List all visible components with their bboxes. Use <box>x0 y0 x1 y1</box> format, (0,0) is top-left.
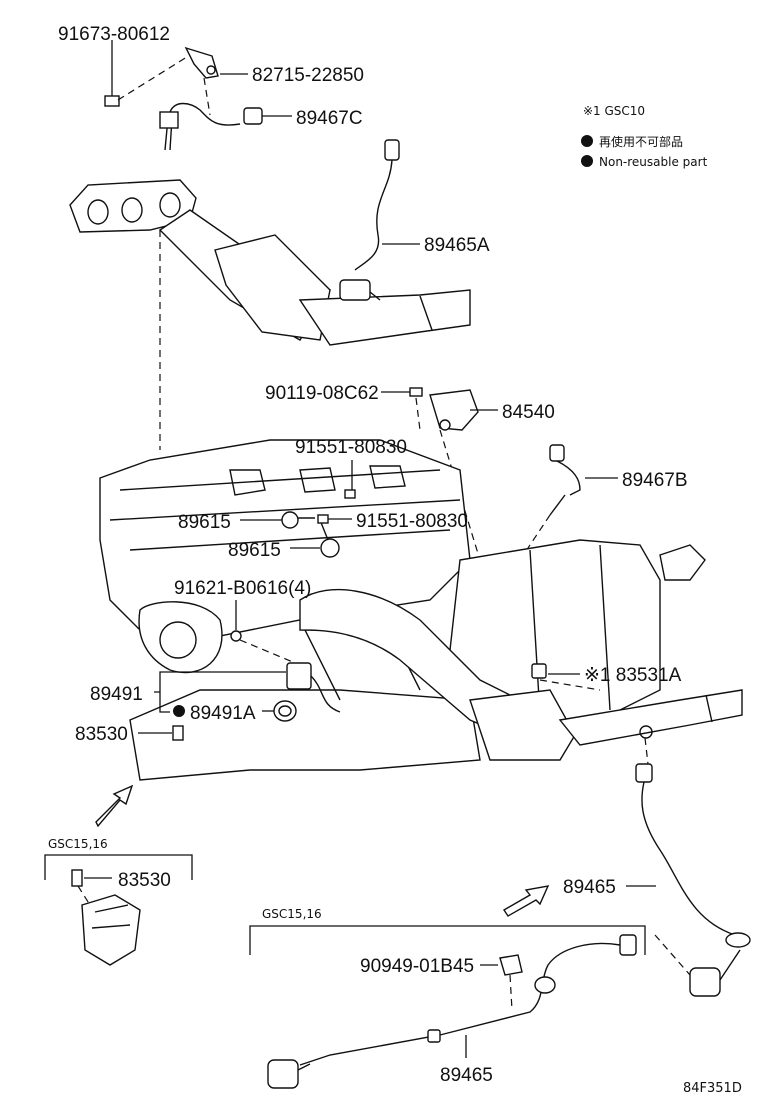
label-89491: 89491 <box>90 684 143 705</box>
knock-sensors <box>281 489 356 558</box>
group-bracket-b <box>249 925 646 955</box>
label-91551-80830-a: 91551-80830 <box>295 437 407 458</box>
sensor-89465-lower <box>267 934 637 1089</box>
label-89615-a: 89615 <box>178 512 231 533</box>
label-82715-22850: 82715-22850 <box>252 65 364 86</box>
engine-block <box>99 439 481 781</box>
nonreusable-dot-icon <box>581 155 593 167</box>
group-gsc1516-a: GSC15,16 <box>48 837 108 851</box>
arrow-icon <box>95 784 134 828</box>
label-89491a: 89491A <box>190 703 256 724</box>
transmission <box>449 539 706 721</box>
label-84540: 84540 <box>502 402 555 423</box>
guide-line <box>539 679 601 691</box>
nonreusable-dot-icon <box>173 705 185 717</box>
label-91673-80612: 91673-80612 <box>58 24 170 45</box>
exhaust-pipe-lower <box>299 588 743 761</box>
sensor-89465-right <box>635 725 751 997</box>
label-89465-b: 89465 <box>440 1065 493 1086</box>
pressure-switch-icon <box>172 725 184 741</box>
label-89467c: 89467C <box>296 108 363 129</box>
legend-nonreusable-en: Non-reusable part <box>599 155 708 169</box>
sensor-89467b <box>519 444 581 561</box>
switch-83530-b <box>71 869 83 887</box>
exhaust-manifold-upper <box>69 179 471 346</box>
leader-89491 <box>154 671 286 713</box>
label-91551-80830-b: 91551-80830 <box>356 511 468 532</box>
label-89615-b: 89615 <box>228 540 281 561</box>
arrow-icon <box>503 885 550 917</box>
legend-nonreusable-jp: 再使用不可部品 <box>599 134 683 149</box>
sensor-84540 <box>409 387 479 431</box>
switch-83531a <box>531 663 547 679</box>
bolt-icon <box>230 630 242 642</box>
sensor-89465a <box>339 139 400 301</box>
legend-gsc-note: ※1 GSC10 <box>583 104 645 118</box>
valve-body-detail <box>77 885 141 966</box>
guide-line <box>415 397 421 431</box>
label-89467b: 89467B <box>622 470 688 491</box>
label-91621-b0616: 91621-B0616(4) <box>174 578 311 599</box>
figure-code: 84F351D <box>683 1081 742 1096</box>
label-83530: 83530 <box>75 724 128 745</box>
group-gsc1516-b: GSC15,16 <box>262 907 322 921</box>
label-89465a: 89465A <box>424 235 490 256</box>
label-83530-b: 83530 <box>118 870 171 891</box>
guide-line <box>439 429 481 561</box>
label-90119-08c62: 90119-08C62 <box>265 383 379 404</box>
group-bracket-a <box>44 854 193 880</box>
label-83531a: ※1 83531A <box>584 665 682 686</box>
nonreusable-dot-icon <box>581 135 593 147</box>
upper-sensor-89467c <box>104 46 263 151</box>
label-90949-01b45: 90949-01B45 <box>360 956 474 977</box>
guide-line <box>239 639 301 666</box>
label-89465-a: 89465 <box>563 877 616 898</box>
